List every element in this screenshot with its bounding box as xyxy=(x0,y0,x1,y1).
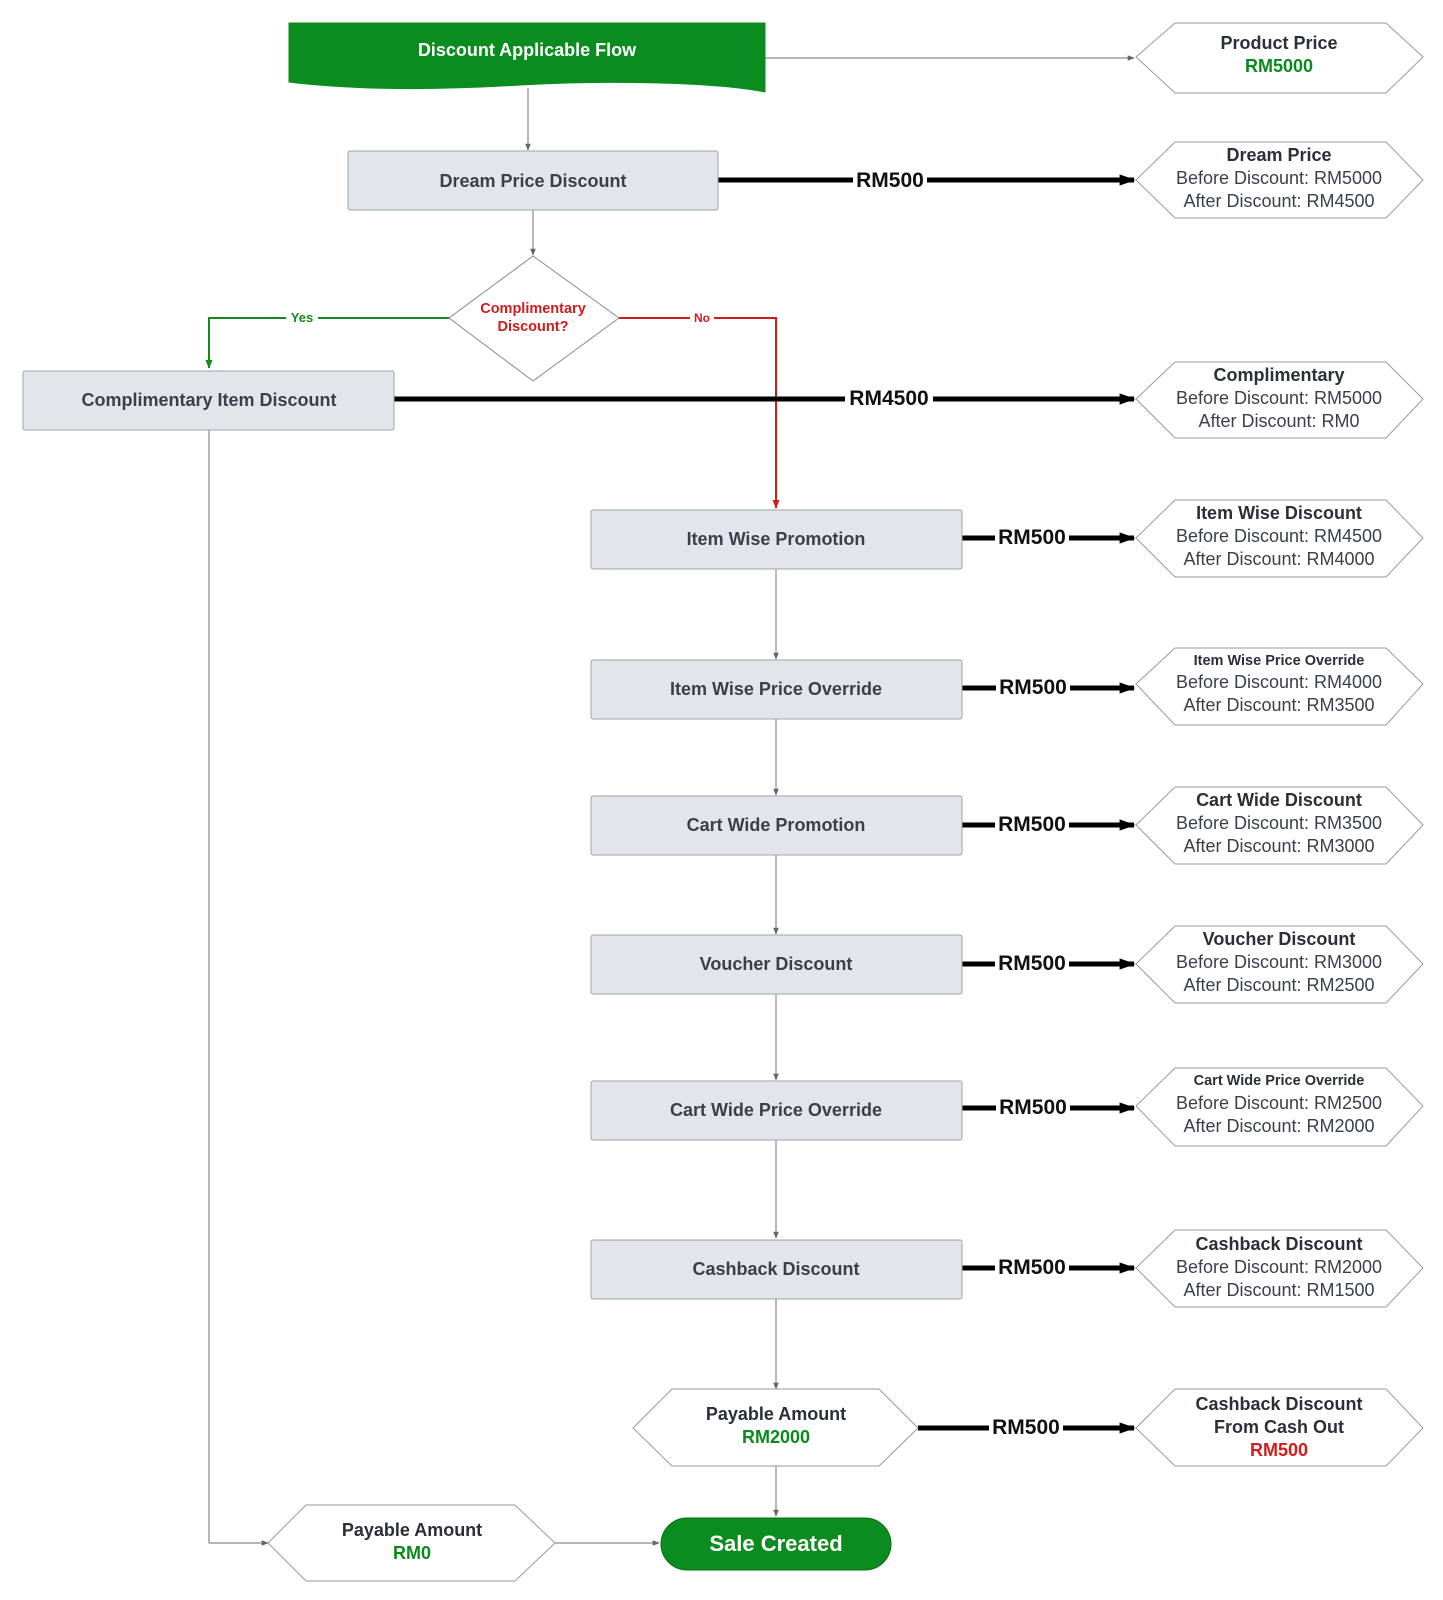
item-override-after: After Discount: RM3500 xyxy=(1183,695,1374,715)
cashback-title: Cashback Discount xyxy=(1195,1234,1362,1254)
label-cart-wide-promotion: Cart Wide Promotion xyxy=(687,815,866,835)
amount-voucher: RM500 xyxy=(998,952,1066,975)
label-cashback-discount: Cashback Discount xyxy=(692,1259,859,1279)
amount-complimentary: RM4500 xyxy=(849,387,928,410)
connector-complimentary-to-payable-zero xyxy=(208,430,269,1546)
hex-cash-out xyxy=(1135,1388,1424,1467)
decision-node: Complimentary Discount? xyxy=(448,255,620,382)
amount-cart-wide: RM500 xyxy=(998,813,1066,836)
box-voucher-discount xyxy=(590,934,963,995)
label-cart-wide-price-override: Cart Wide Price Override xyxy=(670,1100,882,1120)
hex-voucher xyxy=(1135,925,1424,1004)
payable-main-title: Payable Amount xyxy=(706,1404,846,1424)
hex-cashback xyxy=(1135,1229,1424,1308)
box-item-wise-promotion xyxy=(590,509,963,570)
decision-line2: Discount? xyxy=(498,319,569,335)
start-node: Discount Applicable Flow xyxy=(288,22,766,93)
hex-product-price xyxy=(1135,22,1424,94)
thin-connectors xyxy=(208,55,1135,1546)
label-dream-price: Dream Price Discount xyxy=(439,171,626,191)
complimentary-after: After Discount: RM0 xyxy=(1198,411,1359,431)
amount-item-wise: RM500 xyxy=(998,526,1066,549)
label-voucher-discount: Voucher Discount xyxy=(700,954,853,974)
result-texts: Product Price RM5000 Dream Price Before … xyxy=(1176,33,1382,1460)
item-wise-before: Before Discount: RM4500 xyxy=(1176,526,1382,546)
dream-price-after: After Discount: RM4500 xyxy=(1183,191,1374,211)
label-complimentary-item: Complimentary Item Discount xyxy=(81,390,336,410)
item-override-before: Before Discount: RM4000 xyxy=(1176,672,1382,692)
voucher-title: Voucher Discount xyxy=(1203,929,1356,949)
hex-cart-wide xyxy=(1135,786,1424,865)
sale-created-label: Sale Created xyxy=(709,1531,842,1556)
product-price-value: RM5000 xyxy=(1245,56,1313,76)
cash-out-title2: From Cash Out xyxy=(1214,1417,1344,1437)
amount-dream: RM500 xyxy=(856,169,924,192)
no-label: No xyxy=(694,311,710,325)
amount-item-override: RM500 xyxy=(999,676,1067,699)
payable-main-value: RM2000 xyxy=(742,1427,810,1447)
item-wise-title: Item Wise Discount xyxy=(1196,503,1362,523)
payable-main-node: Payable Amount RM2000 xyxy=(632,1388,919,1467)
yes-label: Yes xyxy=(291,310,313,325)
amount-cart-override: RM500 xyxy=(999,1096,1067,1119)
dream-price-title: Dream Price xyxy=(1226,145,1331,165)
process-boxes xyxy=(22,150,963,1300)
process-labels: Dream Price Discount Complimentary Item … xyxy=(81,171,882,1279)
hex-cart-override xyxy=(1135,1067,1424,1147)
payable-zero-title: Payable Amount xyxy=(342,1520,482,1540)
cart-wide-title: Cart Wide Discount xyxy=(1196,790,1362,810)
box-complimentary-item xyxy=(22,370,395,431)
cart-wide-after: After Discount: RM3000 xyxy=(1183,836,1374,856)
cart-override-before: Before Discount: RM2500 xyxy=(1176,1093,1382,1113)
decision-line1: Complimentary xyxy=(480,301,586,317)
complimentary-before: Before Discount: RM5000 xyxy=(1176,388,1382,408)
label-item-wise-price-override: Item Wise Price Override xyxy=(670,679,882,699)
cashback-before: Before Discount: RM2000 xyxy=(1176,1257,1382,1277)
cart-override-title: Cart Wide Price Override xyxy=(1194,1073,1365,1089)
voucher-before: Before Discount: RM3000 xyxy=(1176,952,1382,972)
box-item-wise-price-override xyxy=(590,659,963,720)
item-override-title: Item Wise Price Override xyxy=(1194,653,1365,669)
product-price-title: Product Price xyxy=(1220,33,1337,53)
amount-labels: RM500 RM4500 RM500 RM500 RM500 RM500 RM5… xyxy=(845,166,1070,1439)
result-hexagons xyxy=(1135,22,1424,1467)
start-title: Discount Applicable Flow xyxy=(418,40,637,60)
box-dream-price xyxy=(347,150,719,211)
hex-complimentary xyxy=(1135,361,1424,439)
cashback-after: After Discount: RM1500 xyxy=(1183,1280,1374,1300)
sale-created-node: Sale Created xyxy=(660,1517,892,1571)
voucher-after: After Discount: RM2500 xyxy=(1183,975,1374,995)
cart-wide-before: Before Discount: RM3500 xyxy=(1176,813,1382,833)
label-item-wise-promotion: Item Wise Promotion xyxy=(687,529,866,549)
complimentary-title: Complimentary xyxy=(1213,365,1344,385)
cash-out-title1: Cashback Discount xyxy=(1195,1394,1362,1414)
hex-dream-price xyxy=(1135,141,1424,219)
item-wise-after: After Discount: RM4000 xyxy=(1183,549,1374,569)
no-branch-line xyxy=(618,317,780,509)
amount-cash-out: RM500 xyxy=(992,1416,1060,1439)
cart-override-after: After Discount: RM2000 xyxy=(1183,1116,1374,1136)
cash-out-value: RM500 xyxy=(1250,1440,1308,1460)
box-cart-wide-promotion xyxy=(590,795,963,856)
hex-item-wise xyxy=(1135,499,1424,578)
payable-zero-value: RM0 xyxy=(393,1543,431,1563)
hex-item-override xyxy=(1135,647,1424,726)
box-cashback-discount xyxy=(590,1239,963,1300)
amount-cashback: RM500 xyxy=(998,1256,1066,1279)
payable-zero-node: Payable Amount RM0 xyxy=(267,1504,556,1582)
box-cart-wide-price-override xyxy=(590,1080,963,1141)
yes-branch-line xyxy=(205,317,450,369)
dream-price-before: Before Discount: RM5000 xyxy=(1176,168,1382,188)
